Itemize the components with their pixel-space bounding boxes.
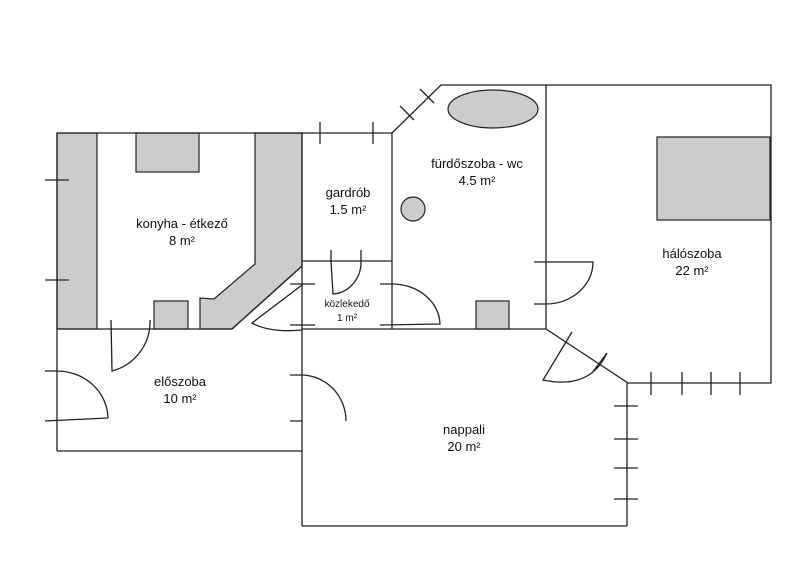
bathroom-cabinet: [475, 300, 510, 330]
doors: [44, 250, 608, 422]
entrance-door: [44, 370, 109, 422]
bed: [656, 136, 771, 221]
toilet: [400, 196, 426, 222]
room-area-halo: 22 m²: [675, 263, 709, 278]
room-labels: konyha - étkező 8 m² gardrób 1.5 m² közl…: [136, 156, 722, 454]
room-name-nappali: nappali: [443, 422, 485, 437]
room-area-konyha: 8 m²: [169, 233, 196, 248]
kitchen-cabinet: [153, 300, 189, 330]
room-name-gardrob: gardrób: [326, 185, 371, 200]
corridor-door: [250, 283, 315, 332]
room-name-kozlekedo: közlekedő: [324, 299, 369, 310]
bathtub: [447, 89, 539, 129]
room-name-konyha: konyha - étkező: [136, 216, 228, 231]
room-name-furdo: fürdőszoba - wc: [431, 156, 523, 171]
bedroom-door: [534, 261, 594, 305]
hall-to-living-door: [290, 374, 347, 422]
kitchen-counter-left: [56, 132, 98, 330]
kitchen-counter-top: [135, 132, 200, 173]
room-area-kozlekedo: 1 m²: [337, 313, 358, 324]
bathroom-door: [379, 283, 441, 326]
walls: [56, 84, 772, 527]
room-name-eloszoba: előszoba: [154, 374, 207, 389]
wardrobe-door: [330, 250, 362, 295]
kitchen-door: [110, 319, 151, 372]
room-area-gardrob: 1.5 m²: [330, 202, 368, 217]
room-area-nappali: 20 m²: [447, 439, 481, 454]
room-area-eloszoba: 10 m²: [163, 391, 197, 406]
room-area-furdo: 4.5 m²: [459, 173, 497, 188]
living-to-bedroom-door: [541, 331, 608, 383]
kitchen-counter-l-shape: [199, 132, 303, 330]
windows: [45, 88, 741, 500]
room-name-halo: hálószoba: [662, 246, 722, 261]
furniture: [56, 89, 771, 330]
